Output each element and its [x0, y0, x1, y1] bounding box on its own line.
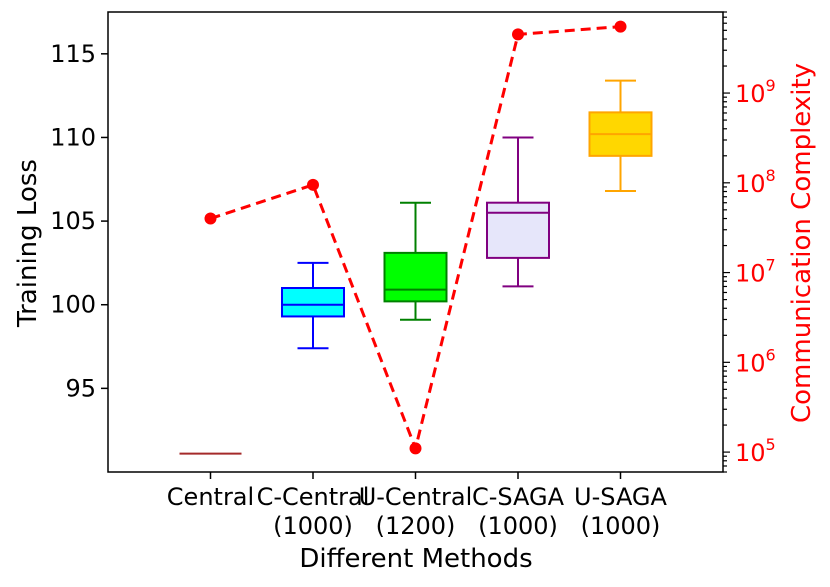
plot-layer: [179, 20, 653, 455]
x-tick-label: C-Central: [257, 483, 370, 511]
y2-tick-exponent: 6: [766, 345, 776, 364]
box-body: [281, 287, 345, 318]
x-tick-sublabel: (1200): [376, 512, 456, 540]
box-2: [281, 261, 345, 350]
x-tick-label: U-Central: [359, 483, 473, 511]
box-body: [383, 251, 448, 303]
y-tick-label: 105: [50, 207, 96, 235]
y-tick-label: 95: [65, 374, 96, 402]
x-tick-sublabel: (1000): [581, 512, 661, 540]
x-tick-label: U-SAGA: [574, 483, 668, 511]
y-tick-label: 110: [50, 123, 96, 151]
complexity-point-3: [409, 442, 422, 455]
y-tick-label: 115: [50, 40, 96, 68]
y2-tick-exponent: 8: [766, 166, 776, 185]
y2-tick-label: 106: [735, 345, 776, 377]
x-tick-sublabel: (1000): [478, 512, 558, 540]
complexity-point-5: [614, 20, 627, 33]
box-body: [486, 201, 550, 259]
complexity-point-1: [204, 212, 217, 225]
y2-tick-label: 105: [735, 435, 776, 467]
box-5: [588, 79, 653, 192]
x-tick-label: Central: [167, 483, 254, 511]
x-axis-label: Different Methods: [299, 544, 532, 574]
y2-tick-exponent: 5: [766, 435, 776, 454]
x-tick-sublabel: (1000): [273, 512, 353, 540]
y2-tick-base: 10: [735, 170, 766, 198]
y2-tick-exponent: 9: [766, 76, 776, 95]
y2-tick-base: 10: [735, 349, 766, 377]
box-4: [486, 136, 550, 288]
complexity-point-4: [512, 28, 524, 41]
y-tick-label: 100: [50, 291, 96, 319]
y2-tick-label: 108: [735, 166, 776, 198]
y2-tick-label: 109: [735, 76, 776, 108]
y2-tick-exponent: 7: [766, 256, 776, 275]
box-3: [383, 201, 448, 321]
x-tick-label: C-SAGA: [472, 483, 565, 511]
y-axis-label: Training Loss: [13, 159, 43, 328]
y2-tick-label: 107: [735, 256, 776, 288]
y2-tick-base: 10: [735, 80, 766, 108]
y2-axis-label: Communication Complexity: [787, 63, 817, 423]
complexity-point-2: [307, 178, 319, 191]
y2-tick-base: 10: [735, 439, 766, 467]
y2-tick-base: 10: [735, 260, 766, 288]
